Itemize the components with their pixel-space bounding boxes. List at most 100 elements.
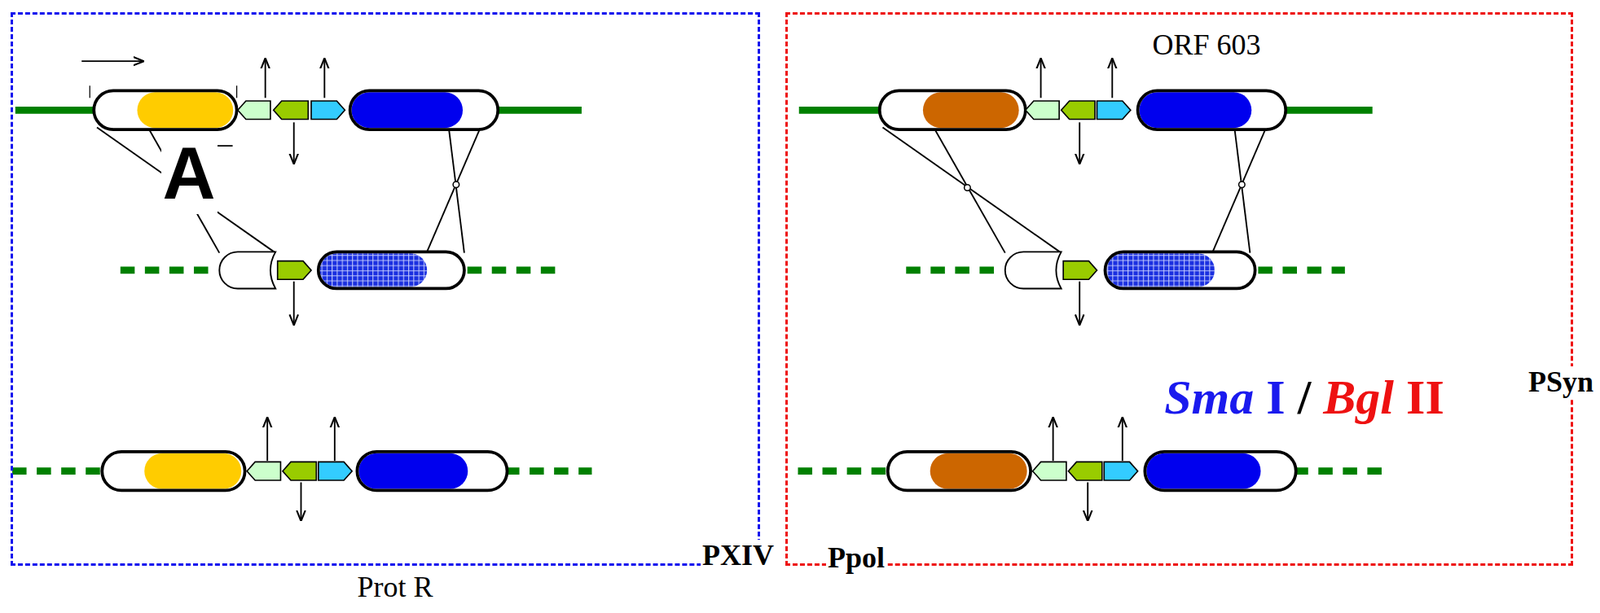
gene-fill — [1146, 453, 1261, 490]
gene-fill — [930, 453, 1028, 490]
recombination-line — [1212, 129, 1266, 254]
dna-strand — [120, 267, 217, 275]
promoter-element — [282, 461, 317, 481]
promoter-element — [277, 261, 312, 281]
dna-strand — [1257, 267, 1345, 275]
dna-strand — [797, 467, 890, 475]
dna-strand — [505, 467, 592, 475]
dashed-panel: Prot R — [10, 12, 761, 567]
promoter-element — [273, 101, 309, 120]
promoter-element — [1068, 461, 1102, 481]
recombination-line — [96, 127, 276, 254]
truncated-gene — [219, 251, 276, 289]
promoter-element — [1025, 101, 1060, 120]
gene-capsule-bg — [93, 90, 237, 130]
crossover-point — [1239, 181, 1246, 189]
recombination-line — [89, 85, 91, 98]
enzyme-word: / — [1297, 370, 1312, 425]
recombination-line — [1235, 129, 1251, 254]
gene-capsule-bg — [887, 452, 1031, 492]
promoter-element — [1096, 101, 1130, 120]
recombination-line — [236, 85, 238, 98]
gene-capsule-bg — [1144, 452, 1296, 492]
dna-strand — [15, 106, 97, 115]
gene-capsule — [101, 452, 245, 492]
gene-fill — [136, 92, 233, 128]
direction-arrow — [1040, 59, 1042, 99]
gene-capsule — [1144, 452, 1296, 492]
enzyme-word: II — [1406, 370, 1445, 425]
gene-fill — [144, 453, 242, 490]
promoter-element — [237, 101, 271, 120]
direction-arrow — [1078, 122, 1081, 163]
promoter-element — [318, 461, 352, 481]
promoter-element — [1032, 461, 1067, 481]
panel-label: ORF 603 — [1151, 27, 1261, 62]
construct-label: PSyn — [1526, 366, 1596, 400]
dna-strand — [494, 106, 581, 115]
gene-capsule — [879, 90, 1026, 130]
recombination-line — [933, 127, 1006, 254]
enzyme-word: Bgl — [1323, 370, 1394, 425]
construct-label: PXIV — [700, 540, 776, 573]
gene-fill — [1138, 92, 1252, 128]
recombination-line — [148, 127, 220, 254]
gene-capsule-bg — [1105, 251, 1256, 289]
gene-capsule-bg — [1138, 90, 1287, 130]
crossover-point — [964, 184, 972, 192]
gene-fill — [351, 92, 464, 128]
promoter-element — [1063, 261, 1097, 281]
direction-arrow — [266, 418, 269, 462]
gene-capsule — [887, 452, 1031, 492]
direction-arrow — [1078, 281, 1081, 326]
recombination-line — [426, 129, 480, 254]
truncated-gene — [1005, 251, 1062, 289]
direction-arrow — [293, 122, 295, 163]
gene-capsule-bg — [879, 90, 1026, 130]
recombination-line — [882, 127, 1061, 254]
gene-capsule — [350, 90, 499, 130]
promoter-element — [1061, 101, 1095, 120]
gene-capsule — [318, 251, 465, 289]
direction-arrow — [1121, 418, 1124, 462]
gene-fill — [320, 253, 428, 287]
promoter-element — [311, 101, 345, 120]
crossover-point — [452, 181, 460, 189]
construct-label: A — [161, 133, 218, 215]
dna-strand — [467, 267, 557, 275]
direction-arrow — [1052, 418, 1055, 462]
gene-capsule-bg — [350, 90, 499, 130]
direction-arrow — [300, 482, 303, 520]
gene-fill — [1106, 253, 1215, 287]
dna-strand — [799, 106, 884, 115]
dna-strand — [1293, 467, 1386, 475]
recombination-line — [448, 129, 465, 254]
direction-arrow — [1086, 482, 1089, 520]
gene-fill — [358, 453, 468, 490]
gene-capsule — [1105, 251, 1256, 289]
gene-capsule — [93, 90, 237, 130]
direction-arrow — [323, 59, 326, 99]
dna-strand — [1282, 106, 1372, 115]
gene-capsule-bg — [356, 452, 507, 492]
enzyme-word: Sma — [1164, 370, 1254, 425]
gene-capsule — [1138, 90, 1287, 130]
promoter-element — [246, 461, 281, 481]
panel-label: Prot R — [356, 570, 433, 605]
direction-arrow — [81, 60, 143, 62]
promoter-element — [1103, 461, 1138, 481]
direction-arrow — [264, 59, 267, 99]
direction-arrow — [334, 418, 336, 462]
gene-capsule-bg — [318, 251, 465, 289]
construct-label: Ppol — [826, 542, 887, 576]
dashed-panel: ORF 603 — [785, 12, 1574, 567]
gene-capsule-bg — [101, 452, 245, 492]
direction-arrow — [1111, 59, 1113, 99]
enzyme-sites: Sma I / Bgl II — [1162, 370, 1446, 425]
direction-arrow — [293, 281, 295, 326]
gene-fill — [923, 92, 1020, 128]
dna-strand — [12, 467, 105, 475]
constructs — [12, 59, 1386, 521]
